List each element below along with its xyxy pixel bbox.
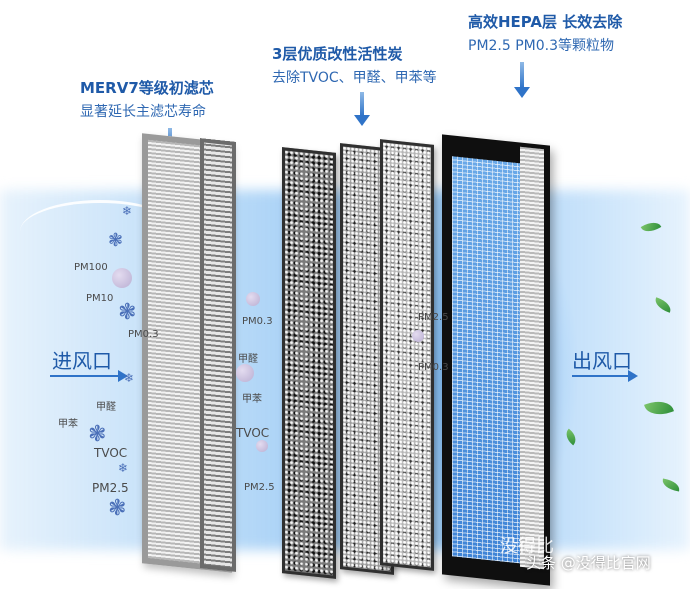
particle-label: PM0.3 xyxy=(242,316,273,327)
merv-prefilter-side xyxy=(200,138,236,572)
particle-label: PM10 xyxy=(86,293,114,304)
carbon-layer-1 xyxy=(282,147,336,579)
hepa-callout: 高效HEPA层 长效去除 PM2.5 PM0.3等颗粒物 xyxy=(468,11,622,55)
particle-bubble xyxy=(236,364,254,382)
carbon-arrow-icon xyxy=(354,92,370,126)
credit-text: 头条 @没得比官网 xyxy=(526,554,651,572)
watermark-text: 没得比 xyxy=(500,536,554,557)
particle-icon: ❄ xyxy=(118,461,129,475)
particle-bubble xyxy=(246,292,260,306)
particle-icon: ❃ xyxy=(88,422,107,447)
hepa-title: 高效HEPA层 长效去除 xyxy=(468,13,623,31)
hepa-filter-side xyxy=(520,146,544,570)
hepa-subtitle: PM2.5 PM0.3等颗粒物 xyxy=(468,38,615,54)
outlet-label: 出风口 xyxy=(572,349,632,373)
merv-callout: MERV7等级初滤芯 显著延长主滤芯寿命 xyxy=(80,77,214,121)
carbon-callout: 3层优质改性活性炭 去除TVOC、甲醛、甲苯等 xyxy=(272,43,437,87)
particle-icon: ❃ xyxy=(108,496,127,521)
carbon-subtitle: 去除TVOC、甲醛、甲苯等 xyxy=(272,70,437,86)
particle-label: TVOC xyxy=(236,426,270,440)
particle-label: PM2.5 xyxy=(244,482,275,493)
merv-subtitle: 显著延长主滤芯寿命 xyxy=(80,104,206,120)
particle-label: PM100 xyxy=(74,262,108,273)
particle-bubble xyxy=(256,440,268,452)
inlet-label: 进风口 xyxy=(52,349,112,373)
hepa-filter-core xyxy=(452,156,524,564)
particle-label: 甲苯 xyxy=(58,419,78,430)
particle-icon: ❃ xyxy=(108,230,124,251)
particle-bubble xyxy=(112,268,132,288)
particle-label: TVOC xyxy=(94,446,128,460)
wind-streak xyxy=(20,200,180,263)
particle-icon: ❄ xyxy=(122,204,133,218)
particle-label: PM2.5 xyxy=(418,312,449,323)
particle-label: 甲醛 xyxy=(238,354,258,365)
particle-label: 甲醛 xyxy=(96,402,116,413)
particle-icon: ❄ xyxy=(124,371,135,385)
particle-label: PM0.3 xyxy=(128,329,159,340)
merv-title: MERV7等级初滤芯 xyxy=(80,79,214,97)
particle-label: 甲苯 xyxy=(242,394,262,405)
carbon-title: 3层优质改性活性炭 xyxy=(272,45,403,63)
inlet-arrow-icon xyxy=(50,370,128,382)
carbon-layer-3 xyxy=(380,139,434,571)
particle-icon: ❃ xyxy=(118,300,137,325)
particle-label: PM0.3 xyxy=(418,362,449,373)
hepa-arrow-icon xyxy=(514,62,530,98)
particle-bubble xyxy=(412,330,424,342)
particle-label: PM2.5 xyxy=(92,481,129,495)
outlet-arrow-icon xyxy=(572,370,638,382)
